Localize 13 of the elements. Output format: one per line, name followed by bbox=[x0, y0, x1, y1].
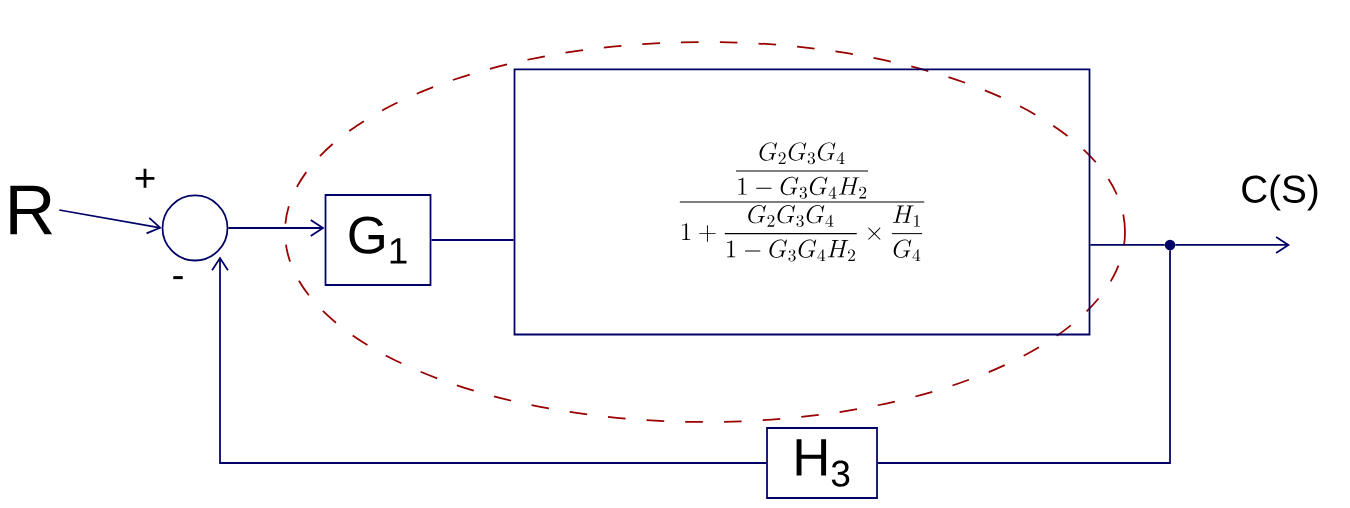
plus-sign: + bbox=[135, 168, 155, 188]
input-label: R bbox=[10, 185, 53, 235]
summing-junction bbox=[161, 194, 229, 262]
transfer-function-box: $\frac{\dfrac{G_2G_3G_4}{1-G_3G_4H_2}}{1+\dfrac{G_2G_3G_4}{1-G_3G_4H_2}\times\dfrac{H_1}{G_4}}$ bbox=[513, 68, 1091, 336]
branch-point bbox=[1164, 239, 1176, 251]
block-box: G$_{1}$ bbox=[324, 194, 432, 286]
arrow bbox=[227, 219, 325, 237]
minus-sign: - bbox=[173, 276, 183, 280]
block-box: H$_{3}$ bbox=[766, 427, 878, 499]
arrow bbox=[211, 256, 767, 464]
arrow bbox=[58, 209, 162, 235]
arrow bbox=[1174, 236, 1290, 254]
output-label: C(S) bbox=[1242, 174, 1318, 211]
